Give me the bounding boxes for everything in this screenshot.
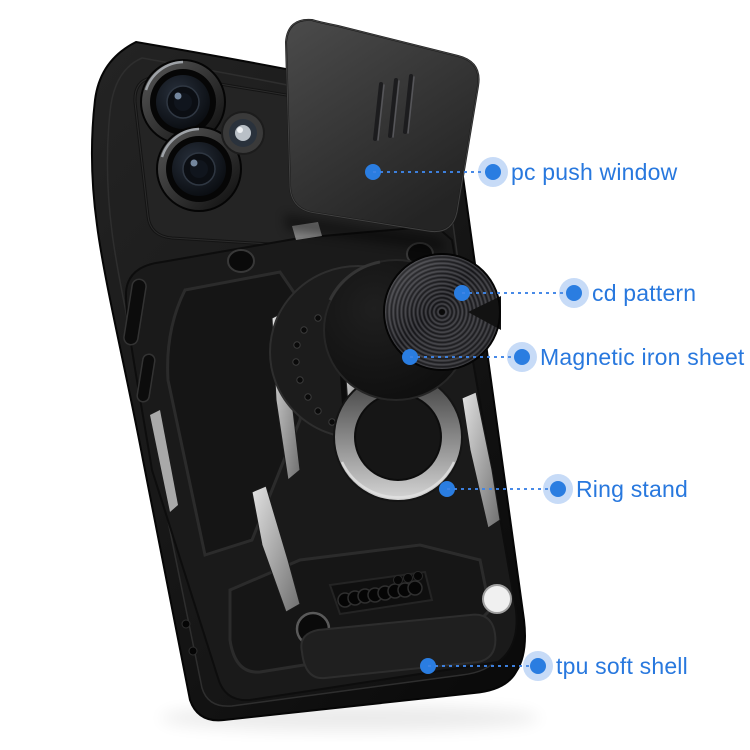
callout-label: tpu soft shell [556,653,688,679]
callout-dashed-line [447,488,558,490]
cd-pattern-disc [383,253,501,371]
mic-port [181,619,191,629]
power-button [136,353,156,403]
screw-hole-top-left [227,249,255,273]
anchor-dot [550,481,566,497]
metal-accent-edge [150,410,178,512]
metal-accent-right [461,391,501,529]
grip-lines [373,74,415,141]
callout-dashed-line [462,292,574,294]
anchor-dot [485,164,501,180]
camera-flash [221,111,265,155]
callout-dashed-line [410,356,522,358]
callout-label: cd pattern [592,280,697,306]
callout-label: Ring stand [576,476,688,502]
push-window-cover [284,18,480,233]
anchor-dot [566,285,582,301]
callout-label: Magnetic iron sheet [540,344,745,370]
camera-lens-bottom [156,126,242,212]
callout-dashed-line [428,665,538,667]
volume-button [123,278,147,346]
bottom-port [188,646,198,656]
anchor-dot [530,658,546,674]
anchor-dot [514,349,530,365]
callout-dashed-line [373,171,493,173]
push-window-shadow [284,214,445,252]
tpu-soft-shell-bottom [300,613,497,680]
metal-accent-lower-left [251,485,301,613]
screw-hole-bottom-right [482,584,512,614]
callout-label: pc push window [511,159,678,185]
speaker-holes [328,570,434,616]
